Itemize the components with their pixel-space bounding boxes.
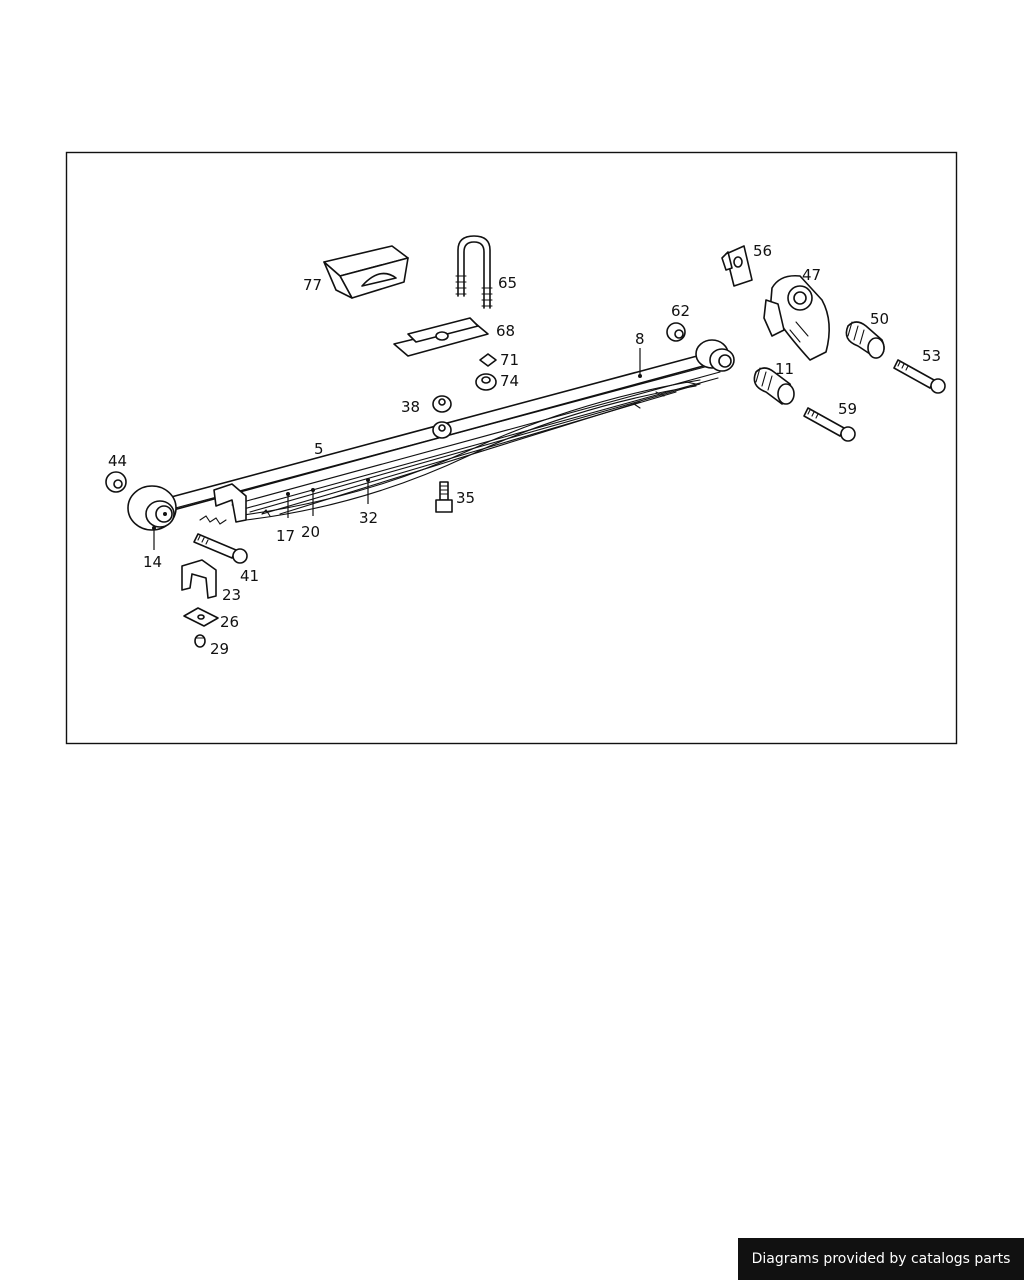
callout-20: 20 <box>301 523 320 541</box>
callout-44: 44 <box>108 452 127 470</box>
callout-14: 14 <box>143 553 162 571</box>
bolt-41-part <box>193 533 248 564</box>
clip-23-part <box>181 559 217 599</box>
callout-47: 47 <box>802 266 821 284</box>
bump-stop-part <box>323 245 409 299</box>
callout-17: 17 <box>276 527 295 545</box>
bracket-56-part <box>721 245 753 287</box>
nut-44-part <box>105 471 127 493</box>
callout-23: 23 <box>222 586 241 604</box>
bushing-50-part <box>845 321 885 359</box>
plate-26-part <box>183 607 219 627</box>
callout-56: 56 <box>753 242 772 260</box>
u-bolt-part <box>455 235 493 309</box>
callout-5: 5 <box>314 440 324 458</box>
callout-71: 71 <box>500 351 519 369</box>
callout-59: 59 <box>838 400 857 418</box>
nut-62-part <box>666 322 686 342</box>
callout-32: 32 <box>359 509 378 527</box>
shackle-bracket-part <box>763 274 830 361</box>
callout-26: 26 <box>220 613 239 631</box>
callout-29: 29 <box>210 640 229 658</box>
washer-71-part <box>479 353 497 367</box>
rivet-29-part <box>194 634 206 648</box>
callout-41: 41 <box>240 567 259 585</box>
callout-53: 53 <box>922 347 941 365</box>
spring-plate-part <box>393 317 489 357</box>
callout-74: 74 <box>500 372 519 390</box>
leader-lines <box>152 348 642 550</box>
callout-labels: 77 65 68 71 74 56 47 62 50 53 8 11 59 38… <box>108 242 941 658</box>
diagram-frame <box>65 151 958 745</box>
screw-35-part <box>435 481 453 513</box>
nut-74-part <box>475 373 497 391</box>
callout-62: 62 <box>671 302 690 320</box>
callout-11: 11 <box>775 360 794 378</box>
bolt-59-part <box>803 407 856 442</box>
callout-65: 65 <box>498 274 517 292</box>
nut-38-part <box>432 395 452 439</box>
bolt-53-part <box>893 359 946 394</box>
callout-8: 8 <box>635 330 645 348</box>
callout-77: 77 <box>303 276 322 294</box>
leaf-spring-assembly <box>127 339 735 531</box>
callout-38: 38 <box>401 398 420 416</box>
callout-50: 50 <box>870 310 889 328</box>
callout-68: 68 <box>496 322 515 340</box>
bushing-11-part <box>753 367 795 405</box>
callout-35: 35 <box>456 489 475 507</box>
diagram-credit-badge: Diagrams provided by catalogs parts <box>738 1238 1024 1280</box>
